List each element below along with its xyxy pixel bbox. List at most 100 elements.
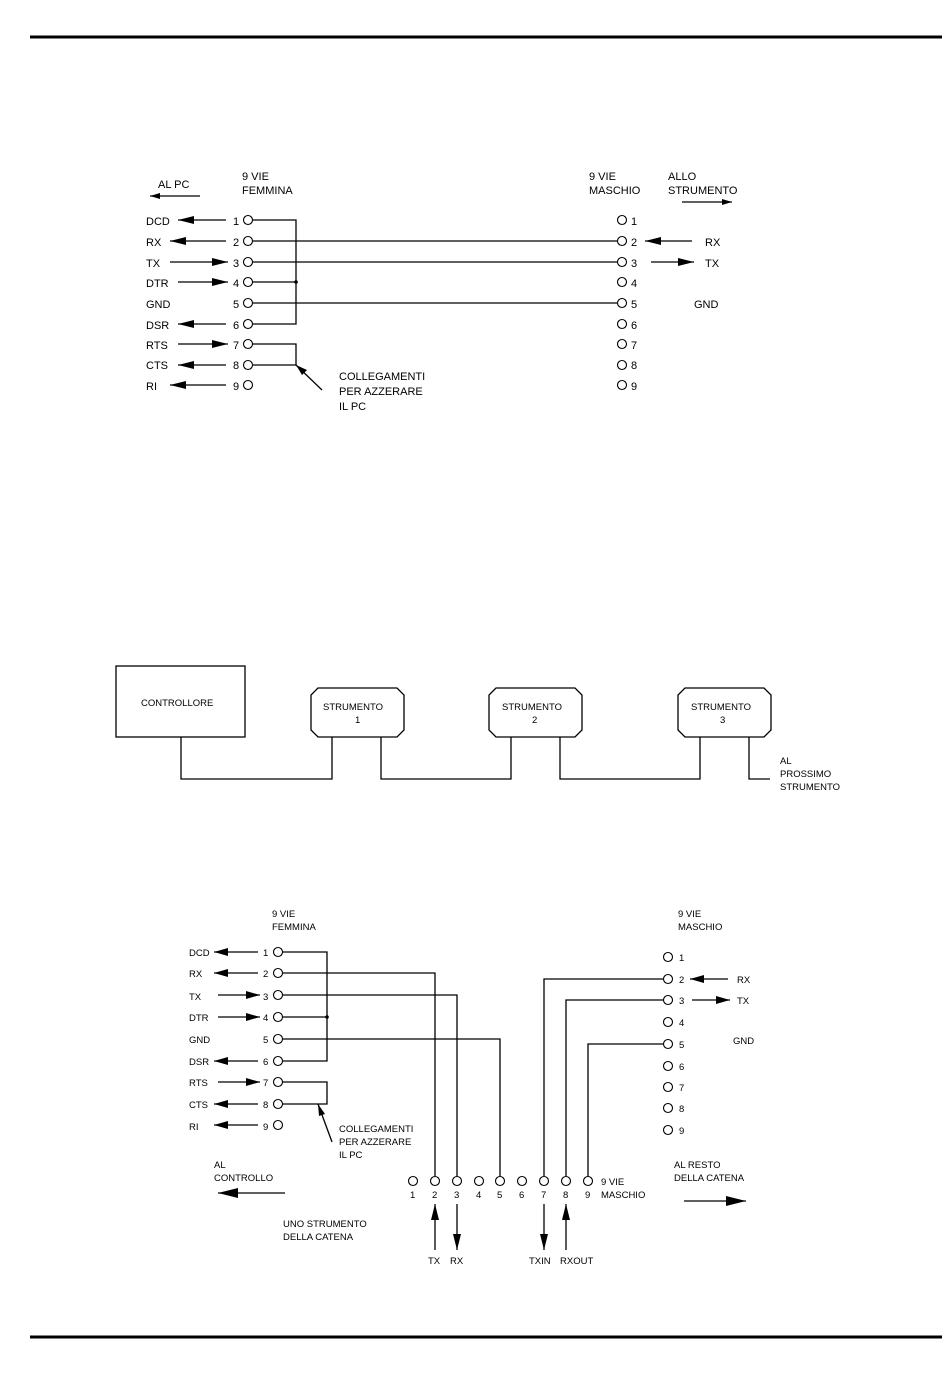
sig-dcd: DCD bbox=[146, 216, 170, 228]
d3-left-pin-number: 2 bbox=[263, 969, 268, 980]
right-group-line1: ALLO bbox=[668, 171, 697, 183]
left-pin-number: 1 bbox=[233, 216, 239, 228]
instrument-1-label: STRUMENTO bbox=[323, 702, 383, 713]
instrument-2-label: STRUMENTO bbox=[502, 702, 562, 713]
d3-right-sig-rx: RX bbox=[737, 975, 751, 986]
right-pin-number: 1 bbox=[631, 216, 637, 228]
d3-left-pin-number: 9 bbox=[263, 1122, 268, 1133]
next-line2: PROSSIMO bbox=[780, 769, 831, 780]
right-connector-line2: MASCHIO bbox=[589, 185, 641, 197]
sig-dtr: DTR bbox=[146, 278, 169, 290]
allo-strumento-arrowhead bbox=[722, 199, 732, 205]
d3-left-pin-number: 5 bbox=[263, 1035, 268, 1046]
loopback-wires bbox=[253, 219, 298, 366]
right-sig-tx: TX bbox=[705, 258, 720, 270]
d3-bottom-pin-number: 6 bbox=[519, 1190, 524, 1201]
left-pin-number: 4 bbox=[233, 278, 239, 290]
d3-bottom-sig-rxout: RXOUT bbox=[560, 1256, 593, 1267]
next-line3: STRUMENTO bbox=[780, 782, 840, 793]
d3-right-pin-number: 1 bbox=[679, 953, 684, 964]
d3-to-rest-line1: AL RESTO bbox=[674, 1160, 720, 1171]
instrument-box-3 bbox=[677, 687, 772, 738]
diagram-pc-connection: AL PC 9 VIE FEMMINA 9 VIE MASCHIO ALLO S… bbox=[146, 171, 738, 413]
d3-instrument-caption-line1: UNO STRUMENTO bbox=[283, 1219, 367, 1230]
left-pin-block: 1 2 3 4 5 6 7 8 9 bbox=[233, 214, 254, 393]
d3-right-rx-arrowhead bbox=[690, 975, 704, 983]
left-connector-line2: FEMMINA bbox=[242, 185, 293, 197]
d3-bottom-sig-tx: TX bbox=[428, 1256, 441, 1267]
right-connector-line1: 9 VIE bbox=[589, 171, 616, 183]
left-pin-number: 7 bbox=[233, 340, 239, 352]
d3-routing-wires bbox=[283, 972, 663, 1176]
diagram-chain-wiring: 9 VIE FEMMINA 9 VIE MASCHIO DCD RX TX DT… bbox=[189, 909, 754, 1267]
d3-right-pin-number: 5 bbox=[679, 1040, 684, 1051]
d3-bottom-sig-txin: TXIN bbox=[529, 1256, 551, 1267]
right-pin-number: 6 bbox=[631, 320, 637, 332]
d3-left-pin-number: 8 bbox=[263, 1100, 268, 1111]
d3-note-pointer-head bbox=[318, 1104, 325, 1116]
d3-bottom-pin-number: 1 bbox=[410, 1190, 415, 1201]
right-pin-number: 5 bbox=[631, 299, 637, 311]
d3-right-pin-number: 2 bbox=[679, 975, 684, 986]
left-pin-number: 2 bbox=[233, 237, 239, 249]
left-pin-number: 9 bbox=[233, 381, 239, 393]
chain-cable-4 bbox=[748, 737, 770, 780]
d3-to-rest-line2: DELLA CATENA bbox=[674, 1173, 745, 1184]
d3-sig-tx: TX bbox=[189, 992, 202, 1003]
d3-left-connector-line1: 9 VIE bbox=[272, 909, 295, 920]
d3-left-connector-line2: FEMMINA bbox=[272, 922, 316, 933]
d3-left-pin-number: 4 bbox=[263, 1013, 268, 1024]
d3-right-pin-block: 1 2 3 4 5 6 7 8 9 bbox=[662, 951, 684, 1137]
d3-to-control-line2: CONTROLLO bbox=[214, 1173, 273, 1184]
chain-cable-3 bbox=[559, 737, 701, 780]
d3-sig-ri: RI bbox=[189, 1122, 199, 1133]
note-line1: COLLEGAMENTI bbox=[339, 371, 425, 383]
d3-sig-gnd: GND bbox=[189, 1035, 210, 1046]
d3-right-pin-number: 6 bbox=[679, 1062, 684, 1073]
left-connector-line1: 9 VIE bbox=[242, 171, 269, 183]
d3-bottom-pin-number: 5 bbox=[497, 1190, 502, 1201]
d3-to-control-arrowhead bbox=[218, 1188, 238, 1198]
through-wires bbox=[253, 240, 617, 304]
note-line2: PER AZZERARE bbox=[339, 386, 423, 398]
d3-bottom-connector-line1: 9 VIE bbox=[601, 1177, 624, 1188]
d3-bottom-sig-rx: RX bbox=[450, 1256, 464, 1267]
d3-instrument-caption-line2: DELLA CATENA bbox=[283, 1232, 354, 1243]
d3-right-pin-number: 7 bbox=[679, 1083, 684, 1094]
sig-rts: RTS bbox=[146, 340, 168, 352]
instrument-box-1 bbox=[310, 687, 405, 738]
instrument-3-label: STRUMENTO bbox=[691, 702, 751, 713]
d3-bottom-pin-number: 3 bbox=[454, 1190, 459, 1201]
d3-note-line1: COLLEGAMENTI bbox=[339, 1124, 413, 1135]
d3-bottom-pin-number: 2 bbox=[432, 1190, 437, 1201]
d3-sig-rts: RTS bbox=[189, 1078, 208, 1089]
d3-sig-cts: CTS bbox=[189, 1100, 208, 1111]
left-signal-arrows bbox=[170, 216, 228, 389]
d3-left-pin-number: 1 bbox=[263, 948, 268, 959]
next-line1: AL bbox=[780, 756, 792, 767]
right-group-line2: STRUMENTO bbox=[668, 185, 738, 197]
chain-cable-2 bbox=[380, 737, 512, 780]
right-rx-arrowhead bbox=[645, 237, 661, 245]
d3-sig-dsr: DSR bbox=[189, 1057, 209, 1068]
note-pointer-head bbox=[296, 365, 307, 375]
right-pin-number: 8 bbox=[631, 360, 637, 372]
chain-cable-1 bbox=[180, 737, 333, 780]
sig-ri: RI bbox=[146, 381, 157, 393]
d3-loopback-wires bbox=[283, 951, 329, 1105]
d3-left-pin-block: 1 2 3 4 5 6 7 8 9 bbox=[263, 946, 284, 1133]
left-pin-number: 8 bbox=[233, 360, 239, 372]
d3-left-pin-number: 3 bbox=[263, 992, 268, 1003]
right-pin-number: 2 bbox=[631, 237, 637, 249]
d3-right-tx-arrowhead bbox=[716, 996, 730, 1004]
controller-label: CONTROLLORE bbox=[141, 698, 213, 709]
d3-bottom-pin-number: 8 bbox=[563, 1190, 568, 1201]
right-sig-gnd: GND bbox=[694, 299, 719, 311]
right-sig-rx: RX bbox=[705, 237, 721, 249]
d3-bottom-pin-number: 9 bbox=[585, 1190, 590, 1201]
left-pin-number: 3 bbox=[233, 258, 239, 270]
d3-to-control-line1: AL bbox=[214, 1160, 226, 1171]
left-pin-number: 6 bbox=[233, 320, 239, 332]
d3-right-sig-gnd: GND bbox=[733, 1036, 754, 1047]
